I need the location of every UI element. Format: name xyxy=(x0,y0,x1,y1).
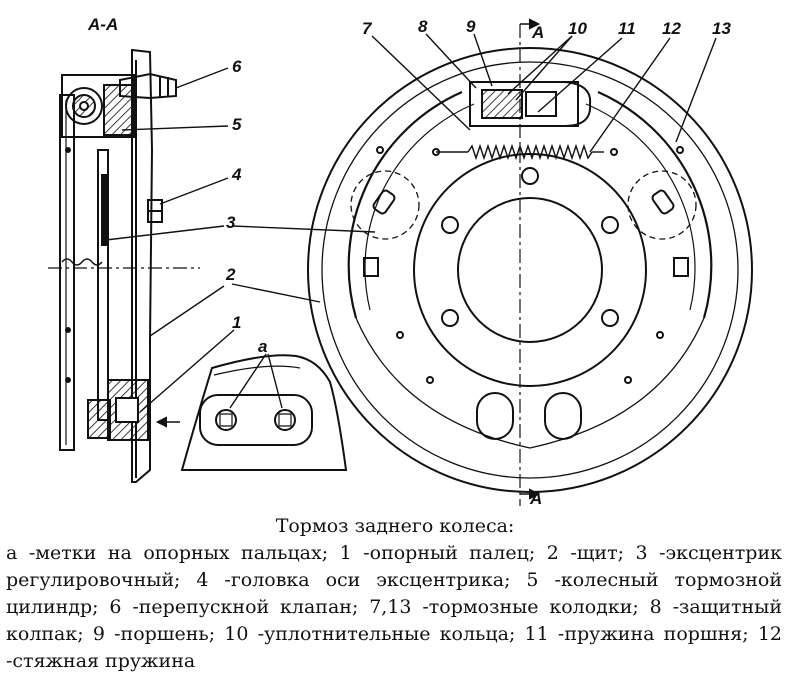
caption-text: а -метки на опорных пальцах; 1 -опорный … xyxy=(6,542,782,672)
leader-lines xyxy=(105,33,717,413)
callout-12: 12 xyxy=(662,19,681,38)
callout-2: 2 xyxy=(225,265,236,284)
callout-7: 7 xyxy=(362,19,373,38)
callout-9: 9 xyxy=(466,17,476,36)
brake-diagram: А-А А А 6 5 4 3 2 1 7 8 9 10 11 12 13 а xyxy=(48,15,753,508)
callout-13: 13 xyxy=(712,19,731,38)
section-mark-bottom: А xyxy=(529,489,542,508)
section-label: А-А xyxy=(87,15,118,34)
callout-1: 1 xyxy=(232,313,241,332)
callout-11: 11 xyxy=(618,19,636,38)
caption-title: Тормоз заднего колеса: xyxy=(275,515,515,537)
detail-mark: а xyxy=(258,337,267,356)
front-view xyxy=(307,18,753,506)
pin-marks-detail xyxy=(180,353,348,471)
section-mark-top: А xyxy=(531,23,544,42)
callout-5: 5 xyxy=(232,115,242,134)
figure-caption: Тормоз заднего колеса: а -метки на опорн… xyxy=(0,514,790,674)
callout-3: 3 xyxy=(226,213,236,232)
callout-8: 8 xyxy=(418,17,428,36)
section-view xyxy=(48,48,200,483)
callout-10: 10 xyxy=(568,19,587,38)
callout-6: 6 xyxy=(232,57,242,76)
callout-4: 4 xyxy=(231,165,242,184)
